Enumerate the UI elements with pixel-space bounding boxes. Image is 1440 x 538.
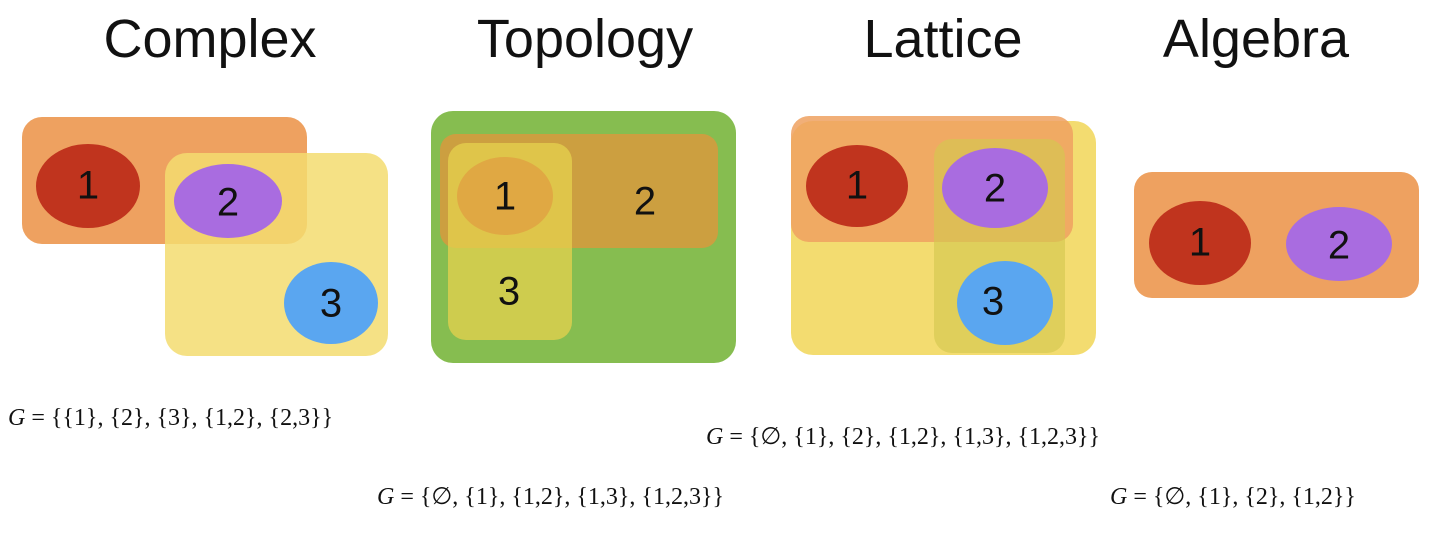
formula-lattice: G = {∅, {1}, {2}, {1,2}, {1,3}, {1,2,3}} xyxy=(706,424,1101,450)
algebra-node-2 xyxy=(1286,207,1392,281)
complex-node-1 xyxy=(36,144,140,228)
algebra-diagram: 1 2 xyxy=(1134,172,1419,298)
lattice-diagram: 1 2 3 xyxy=(791,116,1096,355)
algebra-label-1: 1 xyxy=(1189,221,1211,265)
lattice-node-3 xyxy=(957,261,1053,345)
title-complex: Complex xyxy=(103,9,317,69)
topology-diagram: 1 2 3 xyxy=(431,111,736,363)
formula-complex: G = {{1}, {2}, {3}, {1,2}, {2,3}} xyxy=(8,405,334,431)
title-algebra: Algebra xyxy=(1162,9,1350,69)
complex-node-3 xyxy=(284,262,378,344)
lattice-label-1: 1 xyxy=(846,164,868,208)
lattice-label-2: 2 xyxy=(984,167,1006,211)
algebra-node-1 xyxy=(1149,201,1251,285)
lattice-node-1 xyxy=(806,145,908,227)
formula-topology: G = {∅, {1}, {1,2}, {1,3}, {1,2,3}} xyxy=(377,484,724,510)
topology-node-1 xyxy=(457,157,553,235)
topology-label-3: 3 xyxy=(498,270,520,314)
lattice-node-2 xyxy=(942,148,1048,228)
complex-node-2 xyxy=(174,164,282,238)
topology-label-1: 1 xyxy=(494,175,516,219)
topology-label-2: 2 xyxy=(634,180,656,224)
complex-label-1: 1 xyxy=(77,164,99,208)
lattice-label-3: 3 xyxy=(982,280,1004,324)
title-topology: Topology xyxy=(476,9,694,69)
algebra-label-2: 2 xyxy=(1328,224,1350,268)
complex-diagram: 1 2 3 xyxy=(22,117,388,356)
formula-algebra: G = {∅, {1}, {2}, {1,2}} xyxy=(1110,484,1356,510)
complex-label-2: 2 xyxy=(217,181,239,225)
complex-label-3: 3 xyxy=(320,282,342,326)
title-lattice: Lattice xyxy=(863,9,1023,69)
